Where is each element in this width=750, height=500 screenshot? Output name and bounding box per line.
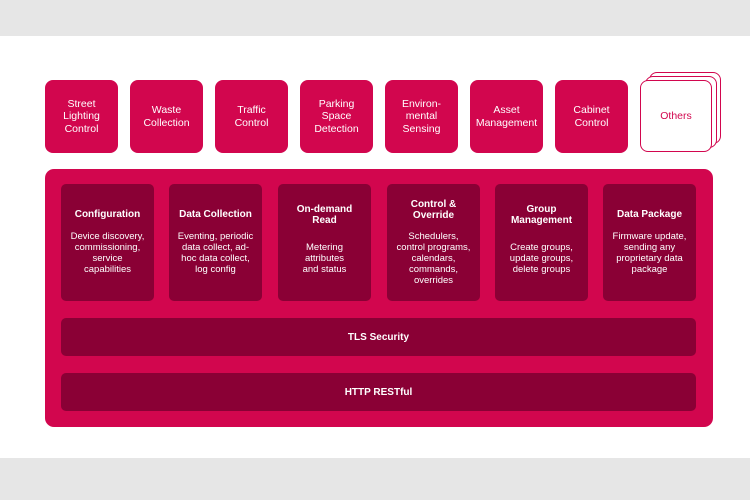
tls-security-layer: TLS Security bbox=[61, 318, 696, 356]
http-restful-layer: HTTP RESTful bbox=[61, 373, 696, 411]
app-traffic-control: Traffic Control bbox=[215, 80, 288, 153]
module-title: Configuration bbox=[74, 209, 141, 221]
module-description: Schedulers, control programs, calendars,… bbox=[396, 231, 471, 286]
module-description: Device discovery, commissioning, service… bbox=[70, 231, 145, 275]
module-description: Eventing, periodic data collect, ad- hoc… bbox=[177, 231, 254, 275]
app-parking-space-detection: Parking Space Detection bbox=[300, 80, 373, 153]
module-title: On-demand Read bbox=[296, 203, 353, 227]
module-title: Group Management bbox=[510, 203, 573, 227]
module-description: Firmware update, sending any proprietary… bbox=[612, 231, 687, 275]
app-environmental-sensing: Environ- mental Sensing bbox=[385, 80, 458, 153]
module-control-override: Control & Override Schedulers, control p… bbox=[387, 184, 480, 301]
module-data-collection: Data Collection Eventing, periodic data … bbox=[169, 184, 262, 301]
module-on-demand-read: On-demand Read Metering attributes and s… bbox=[278, 184, 371, 301]
app-street-lighting-control: Street Lighting Control bbox=[45, 80, 118, 153]
module-description: Metering attributes and status bbox=[302, 242, 347, 275]
app-others: Others bbox=[640, 80, 712, 152]
module-data-package: Data Package Firmware update, sending an… bbox=[603, 184, 696, 301]
module-configuration: Configuration Device discovery, commissi… bbox=[61, 184, 154, 301]
module-group-management: Group Management Create groups, update g… bbox=[495, 184, 588, 301]
module-title: Data Collection bbox=[179, 209, 252, 221]
app-asset-management: Asset Management bbox=[470, 80, 543, 153]
module-title: Data Package bbox=[616, 209, 683, 221]
app-others-stack: Others bbox=[640, 72, 722, 154]
app-waste-collection: Waste Collection bbox=[130, 80, 203, 153]
module-description: Create groups, update groups, delete gro… bbox=[509, 242, 574, 275]
app-cabinet-control: Cabinet Control bbox=[555, 80, 628, 153]
module-title: Control & Override bbox=[410, 198, 457, 222]
